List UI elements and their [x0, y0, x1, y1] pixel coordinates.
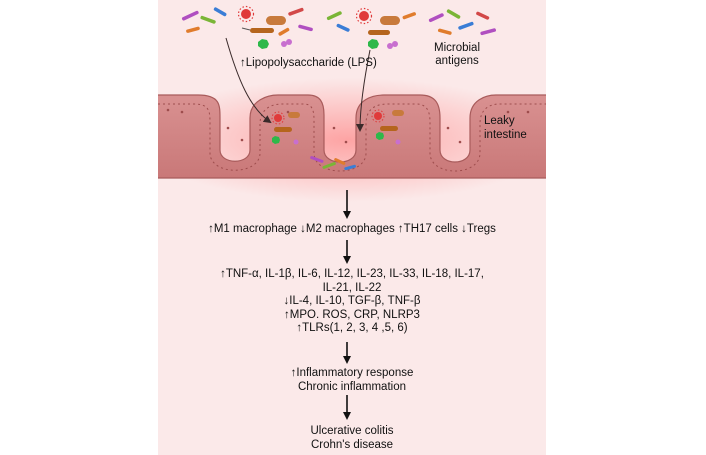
- microbial-label-line-1: Microbial: [434, 42, 481, 54]
- lps-label: ↑Lipopolysaccharide (LPS): [240, 57, 377, 69]
- leaky-label-line-1: Leaky: [484, 115, 515, 127]
- microbes-in-villi: [271, 109, 404, 171]
- microbial-antigens-label: Microbial antigens: [434, 42, 480, 68]
- response-line: ↑Inflammatory response: [290, 367, 414, 379]
- outcome-block: Ulcerative colitis Crohn's disease: [158, 425, 546, 452]
- figure-panel: ↑Lipopolysaccharide (LPS) Microbial anti…: [158, 0, 546, 455]
- mediator-line: ↓IL-4, IL-10, TGF-β, TNF-β: [283, 295, 421, 307]
- mediator-line: ↑TLRs(1, 2, 3, 4 ,5, 6): [296, 322, 408, 334]
- leaky-intestine-label: Leaky intestine: [484, 114, 527, 142]
- leaky-label-line-2: intestine: [484, 129, 527, 141]
- outcome-line: Ulcerative colitis: [310, 425, 394, 437]
- microbes-cluster-middle: [326, 7, 416, 49]
- microbes-cluster-right: [428, 9, 496, 36]
- cell-changes-text: ↑M1 macrophage ↓M2 macrophages ↑TH17 cel…: [208, 223, 496, 235]
- translocation-arrow-right: [356, 49, 371, 132]
- response-block: ↑Inflammatory response Chronic inflammat…: [158, 367, 546, 394]
- mediator-line: IL-21, IL-22: [322, 281, 382, 294]
- outcome-line: Crohn's disease: [310, 438, 394, 451]
- mediators-block: ↑TNF-α, IL-1β, IL-6, IL-12, IL-23, IL-33…: [158, 268, 546, 336]
- mediator-line: ↑TNF-α, IL-1β, IL-6, IL-12, IL-23, IL-33…: [220, 268, 484, 280]
- pathway-illustration: [158, 5, 546, 420]
- mediator-line: ↑MPO. ROS, CRP, NLRP3: [284, 308, 420, 321]
- microbial-label-line-2: antigens: [435, 55, 479, 67]
- translocation-arrow-left: [225, 37, 272, 124]
- response-line: Chronic inflammation: [297, 380, 406, 393]
- microbes-cluster-left: [181, 5, 313, 49]
